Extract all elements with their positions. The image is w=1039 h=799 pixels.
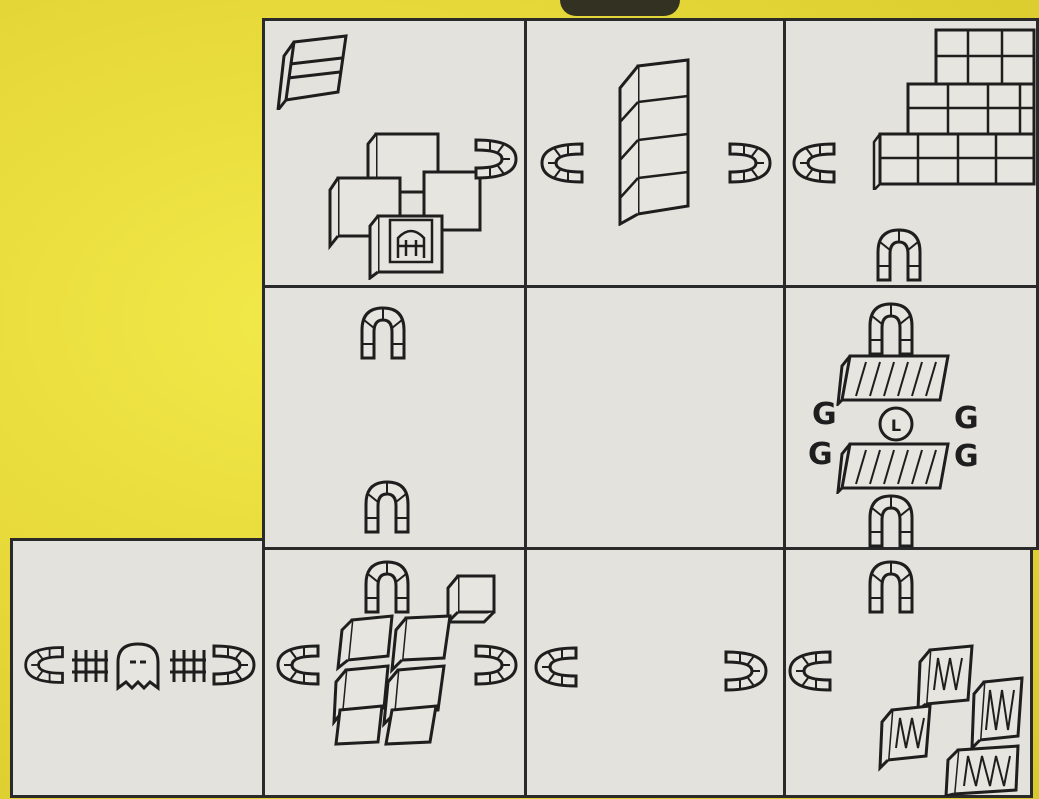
door-arch-icon xyxy=(866,302,916,356)
guardian-glyph: G xyxy=(954,442,979,472)
grate-icon xyxy=(168,646,208,686)
door-arch-icon xyxy=(866,494,916,548)
door-left-icon xyxy=(274,640,324,690)
door-left-icon xyxy=(786,646,836,696)
door-right-icon xyxy=(724,138,774,188)
door-arch-icon xyxy=(362,560,412,614)
block-cluster-icon xyxy=(328,128,488,280)
guardian-glyph: G xyxy=(808,440,833,470)
crate-stack-icon xyxy=(872,640,1032,796)
staircase-icon xyxy=(872,22,1036,190)
room-r2-c2 xyxy=(524,285,786,550)
platform-icon xyxy=(836,438,952,494)
door-arch-icon xyxy=(874,228,924,282)
door-arch-icon xyxy=(358,306,408,360)
door-left-icon xyxy=(790,138,840,188)
door-right-icon xyxy=(208,640,258,690)
small-block-icon xyxy=(274,30,354,110)
door-right-icon xyxy=(720,646,770,696)
ghost-icon xyxy=(112,640,164,692)
platform-icon xyxy=(836,350,952,406)
door-left-icon xyxy=(538,138,588,188)
door-right-icon xyxy=(470,134,520,184)
guardian-glyph: G xyxy=(954,404,979,434)
door-left-icon xyxy=(532,642,582,692)
door-arch-icon xyxy=(362,480,412,534)
grate-icon xyxy=(70,646,110,686)
door-left-icon xyxy=(22,640,68,690)
block-cluster-icon xyxy=(326,610,466,746)
guardian-glyph: G xyxy=(812,400,837,430)
orb-label: L xyxy=(891,416,901,435)
pillar-icon xyxy=(614,58,694,226)
door-arch-icon xyxy=(866,560,916,614)
door-right-icon xyxy=(470,640,520,690)
